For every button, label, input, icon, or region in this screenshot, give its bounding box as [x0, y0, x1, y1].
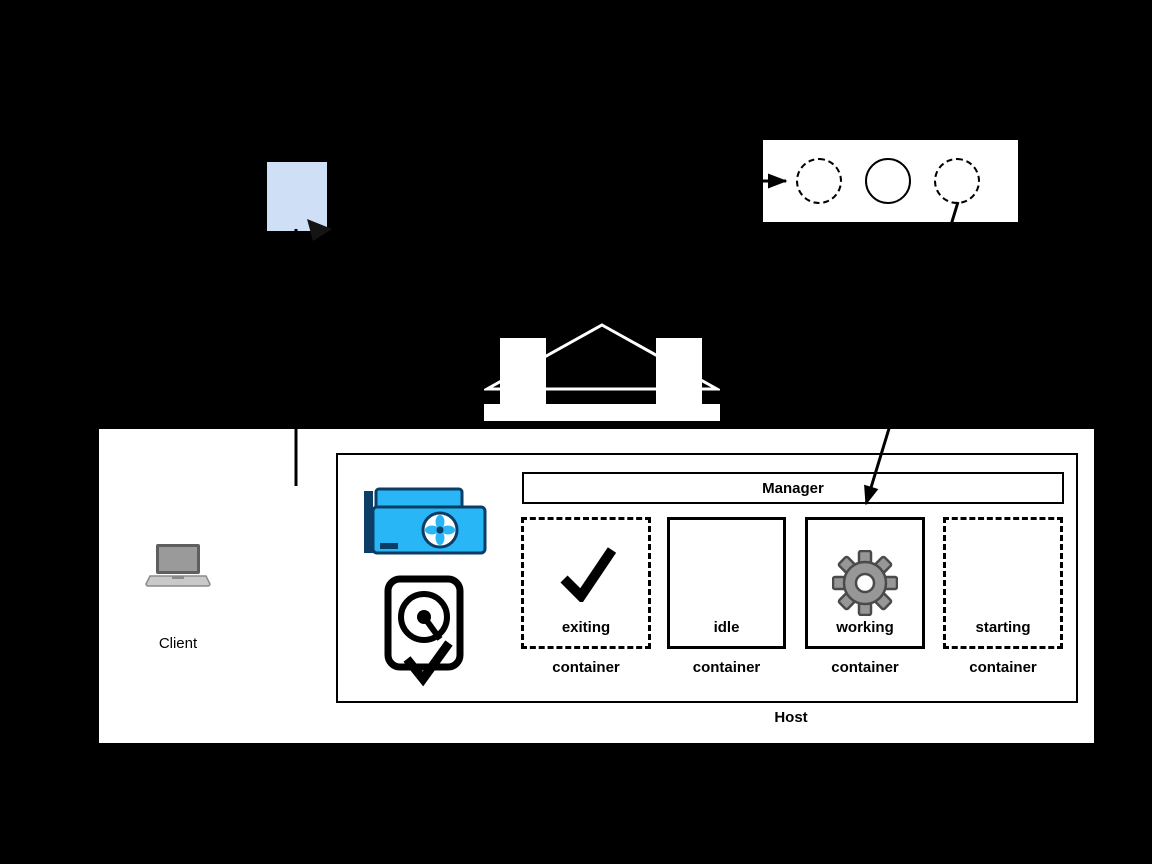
gear-icon [831, 549, 899, 621]
manager-bar: Manager [522, 472, 1064, 504]
container-caption: container [692, 659, 761, 676]
container-box-starting: starting [943, 517, 1063, 649]
container-box-working: working [805, 517, 925, 649]
container-caption: container [552, 659, 620, 676]
container-state-label: starting [975, 619, 1031, 636]
container-caption: container [831, 659, 899, 676]
container-box-exiting: exiting [521, 517, 651, 649]
document-note-icon [267, 162, 327, 231]
manager-label: Manager [762, 479, 824, 497]
gpu-icon [362, 487, 494, 566]
client [118, 543, 238, 591]
document-fold-icon [307, 219, 332, 241]
manager-panel: Manager [336, 453, 1078, 703]
hdd-icon [383, 575, 469, 692]
container-caption: container [969, 659, 1037, 676]
bank-building-icon [481, 322, 723, 422]
container-state-label: idle [713, 619, 740, 636]
container-box-idle: idle [667, 517, 786, 649]
laptop-icon [145, 544, 211, 587]
worker-slot-dashed-icon [796, 158, 842, 204]
client-label: Client [158, 635, 198, 652]
worker-slot-dashed-icon [934, 158, 980, 204]
worker-queue-box [763, 140, 1018, 222]
container-state-label: working [836, 619, 894, 636]
checkmark-icon [555, 544, 617, 607]
host-label: Host [774, 709, 808, 726]
worker-active-circle-icon [865, 158, 911, 204]
container-state-label: exiting [561, 619, 611, 636]
host-panel: Client Manager [99, 429, 1094, 743]
